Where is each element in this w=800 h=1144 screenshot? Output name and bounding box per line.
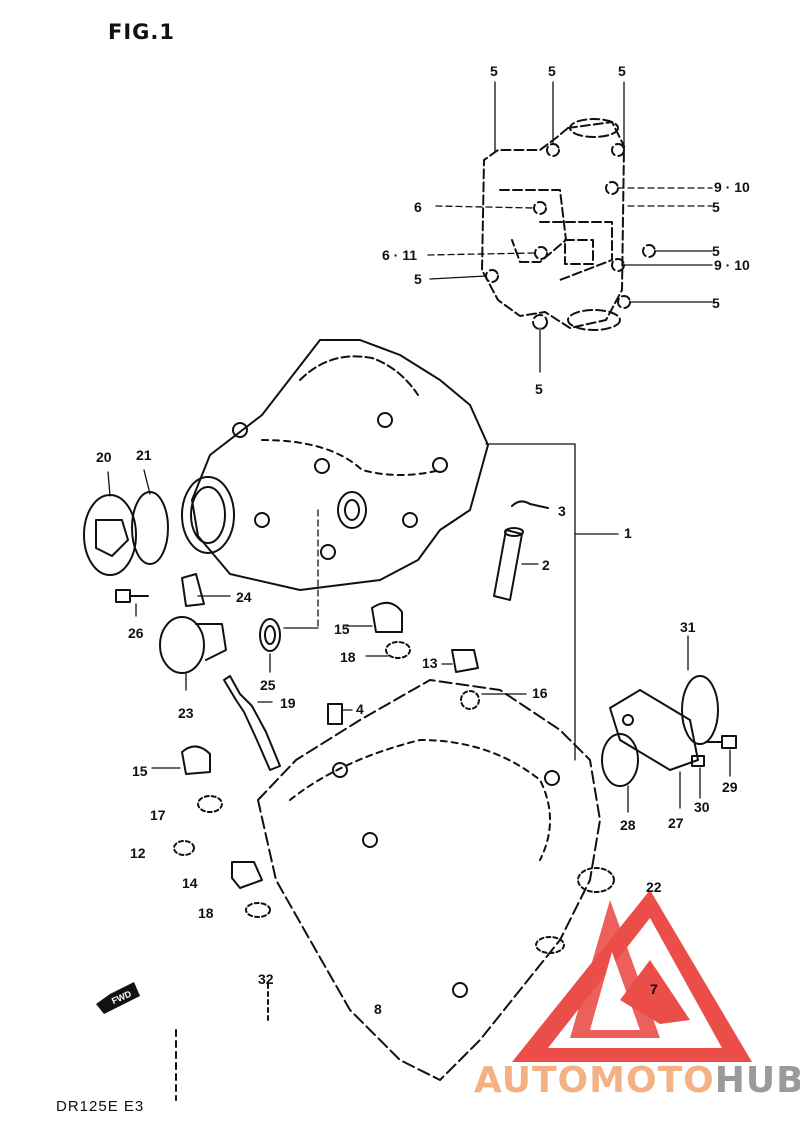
callout-label: 5 <box>712 243 720 259</box>
callout-label: 21 <box>136 447 152 463</box>
watermark-logo <box>512 890 752 1062</box>
callout-label: 18 <box>340 649 356 665</box>
callout-label: 5 <box>548 63 556 79</box>
stud-4 <box>327 703 343 725</box>
cap-20 <box>83 494 137 576</box>
watermark-text: AUTOMOTOHUB <box>474 1060 800 1101</box>
callout-label: 17 <box>150 807 166 823</box>
callout-label: 18 <box>198 905 214 921</box>
o-ring-21 <box>131 491 169 565</box>
callout-label: 14 <box>182 875 198 891</box>
nut-14 <box>231 861 263 889</box>
callout-label: 1 <box>624 525 632 541</box>
fwd-arrow: FWD <box>96 982 140 1014</box>
callout-label: 6 <box>414 199 422 215</box>
callout-label: 16 <box>532 685 548 701</box>
washer-18-upper <box>385 641 411 659</box>
callout-label: 15 <box>132 763 148 779</box>
spark-plug-19 <box>223 675 281 771</box>
callout-label: 31 <box>680 619 696 635</box>
washer-17 <box>197 795 223 813</box>
nut-15-lower <box>181 745 211 775</box>
model-code: DR125E E3 <box>56 1098 145 1115</box>
washer-12 <box>173 840 195 856</box>
head-cover-gasket <box>481 118 656 331</box>
nut-13 <box>451 649 479 673</box>
callout-label: 7 <box>650 981 658 997</box>
callout-label: 32 <box>258 971 274 987</box>
washer-30 <box>691 755 705 767</box>
callout-label: 23 <box>178 705 194 721</box>
callout-label: 27 <box>668 815 684 831</box>
callout-label: 29 <box>722 779 738 795</box>
watermark-part-a: AUTOMOTO <box>474 1060 715 1101</box>
callout-label: 25 <box>260 677 276 693</box>
circlip-3 <box>511 500 549 509</box>
callout-label: 5 <box>414 271 422 287</box>
valve-guide-2 <box>493 527 524 601</box>
callout-label: 15 <box>334 621 350 637</box>
callout-label: 24 <box>236 589 252 605</box>
callout-label: 4 <box>356 701 364 717</box>
callout-label: 19 <box>280 695 296 711</box>
clip-24 <box>181 573 205 607</box>
plug-23 <box>159 616 227 674</box>
clamp-31 <box>681 675 719 745</box>
gasket-28 <box>601 733 639 787</box>
callout-label: 30 <box>694 799 710 815</box>
callout-label: 3 <box>558 503 566 519</box>
callout-label: 12 <box>130 845 146 861</box>
callout-label: 13 <box>422 655 438 671</box>
figure-title: FIG.1 <box>108 20 175 44</box>
callout-label: 26 <box>128 625 144 641</box>
callout-label: 5 <box>490 63 498 79</box>
callout-label: 20 <box>96 449 112 465</box>
cylinder-head-cover <box>181 339 489 591</box>
callout-label: 5 <box>618 63 626 79</box>
watermark-part-b: HUB <box>714 1060 800 1101</box>
callout-label: 6 · 11 <box>382 247 417 263</box>
intake-pipe-27 <box>609 689 699 771</box>
callout-label: 9 · 10 <box>714 257 750 273</box>
screw-29 <box>705 735 737 749</box>
callout-label: 5 <box>535 381 543 397</box>
nut-15-upper <box>371 601 403 633</box>
callout-label: 22 <box>646 879 662 895</box>
seal-25 <box>259 618 281 652</box>
callout-label: 28 <box>620 817 636 833</box>
callout-label: 2 <box>542 557 550 573</box>
washer-18-lower <box>245 902 271 918</box>
cylinder-head <box>257 679 615 1081</box>
callout-label: 5 <box>712 295 720 311</box>
callout-label: 5 <box>712 199 720 215</box>
callout-label: 9 · 10 <box>714 179 750 195</box>
bolt-26 <box>115 589 149 603</box>
callout-label: 8 <box>374 1001 382 1017</box>
